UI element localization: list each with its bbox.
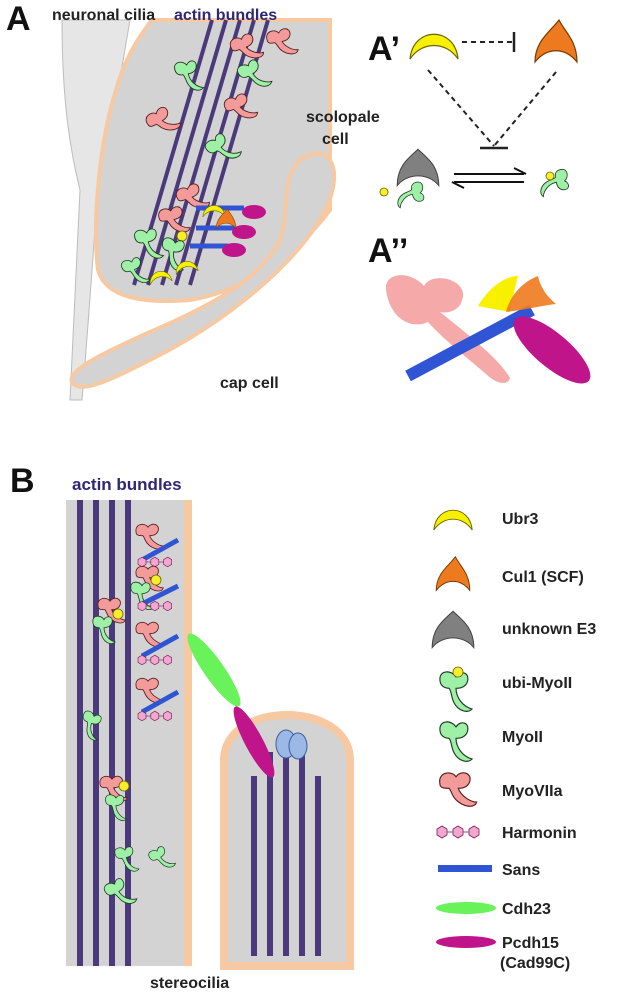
harmonin-chain <box>137 556 172 568</box>
legend-label: Ubr3 <box>502 511 539 528</box>
myoii-icon <box>439 721 473 762</box>
unknown-e3-icon <box>431 610 475 649</box>
actin-bundles-b-right <box>251 752 321 956</box>
ubiquitin-dot <box>176 230 188 242</box>
cul1-protein <box>534 19 578 63</box>
ubiquitin-dot <box>112 608 124 620</box>
panel-a-prime-label: A’ <box>368 30 400 68</box>
pcdh15-tip-link <box>233 706 275 778</box>
legend-label: Cdh23 <box>502 901 551 918</box>
legend-item-myoviia: MyoVIIa <box>439 772 563 807</box>
legend-item-cdh23: Cdh23 <box>436 901 551 918</box>
legend-item-sans: Sans <box>438 862 540 879</box>
harmonin-icon <box>436 825 480 839</box>
cap-cell <box>69 151 336 389</box>
legend-label: MyoII <box>502 729 543 746</box>
legend-label: ubi-MyoII <box>502 675 572 692</box>
legend-item-pcdh15: Pcdh15 (Cad99C) <box>436 935 570 972</box>
cul1-icon <box>435 556 471 591</box>
legend: Ubr3 Cul1 (SCF) unknown E3 ubi-MyoII Myo… <box>431 509 596 972</box>
cap-cell-label: cap cell <box>220 375 279 392</box>
legend-label: Harmonin <box>502 825 577 842</box>
legend-item-ubi-myoii: ubi-MyoII <box>439 666 572 712</box>
unknown-e3-protein <box>396 148 440 187</box>
legend-label: Cul1 (SCF) <box>502 569 584 586</box>
panel-b <box>66 500 354 970</box>
legend-label-secondary: (Cad99C) <box>500 955 570 972</box>
ubi-myoii-protein <box>537 168 571 198</box>
stereocilia-label: stereocilia <box>150 975 229 992</box>
ubr3-icon <box>433 509 473 531</box>
ubiquitin-dot <box>150 574 162 586</box>
legend-item-cul1: Cul1 (SCF) <box>435 556 584 591</box>
legend-item-ubr3: Ubr3 <box>433 509 539 531</box>
panel-a-double-prime <box>385 275 591 384</box>
ubi-myoii-icon <box>439 671 473 712</box>
scolopale-label-line2: cell <box>322 131 349 148</box>
panel-b-label: B <box>10 462 35 500</box>
legend-label: Pcdh15 <box>502 935 559 952</box>
legend-item-myoii: MyoII <box>439 721 543 762</box>
legend-item-unknown-e3: unknown E3 <box>431 610 596 649</box>
sans-icon <box>438 865 492 872</box>
ubiquitin-dot <box>118 780 130 792</box>
harmonin-chain <box>137 654 172 666</box>
cdh23-tip-link <box>187 633 241 707</box>
cdh23-icon <box>436 902 496 914</box>
actin-bundles-label-b: actin bundles <box>72 475 182 494</box>
legend-label: unknown E3 <box>502 621 596 638</box>
legend-label: Sans <box>502 862 540 879</box>
myoviia-icon <box>439 772 478 807</box>
legend-item-harmonin: Harmonin <box>436 825 577 842</box>
neuronal-cilia-label: neuronal cilia <box>52 7 155 24</box>
panel-a <box>61 18 336 401</box>
legend-label: MyoVIIa <box>502 783 563 800</box>
actin-bundles-label-a: actin bundles <box>174 7 277 24</box>
panel-a-prime <box>379 19 578 209</box>
ubr3-protein <box>409 33 459 60</box>
panel-a-label: A <box>6 0 31 38</box>
ubiquitin-dot <box>452 666 464 678</box>
panel-a-double-prime-label: A’’ <box>368 232 408 270</box>
scolopale-label-line1: scolopale <box>306 109 380 126</box>
harmonin-chain <box>137 710 172 722</box>
pcdh15-icon <box>436 936 496 948</box>
harmonin-chain <box>137 600 172 612</box>
myoii-protein <box>394 180 427 209</box>
